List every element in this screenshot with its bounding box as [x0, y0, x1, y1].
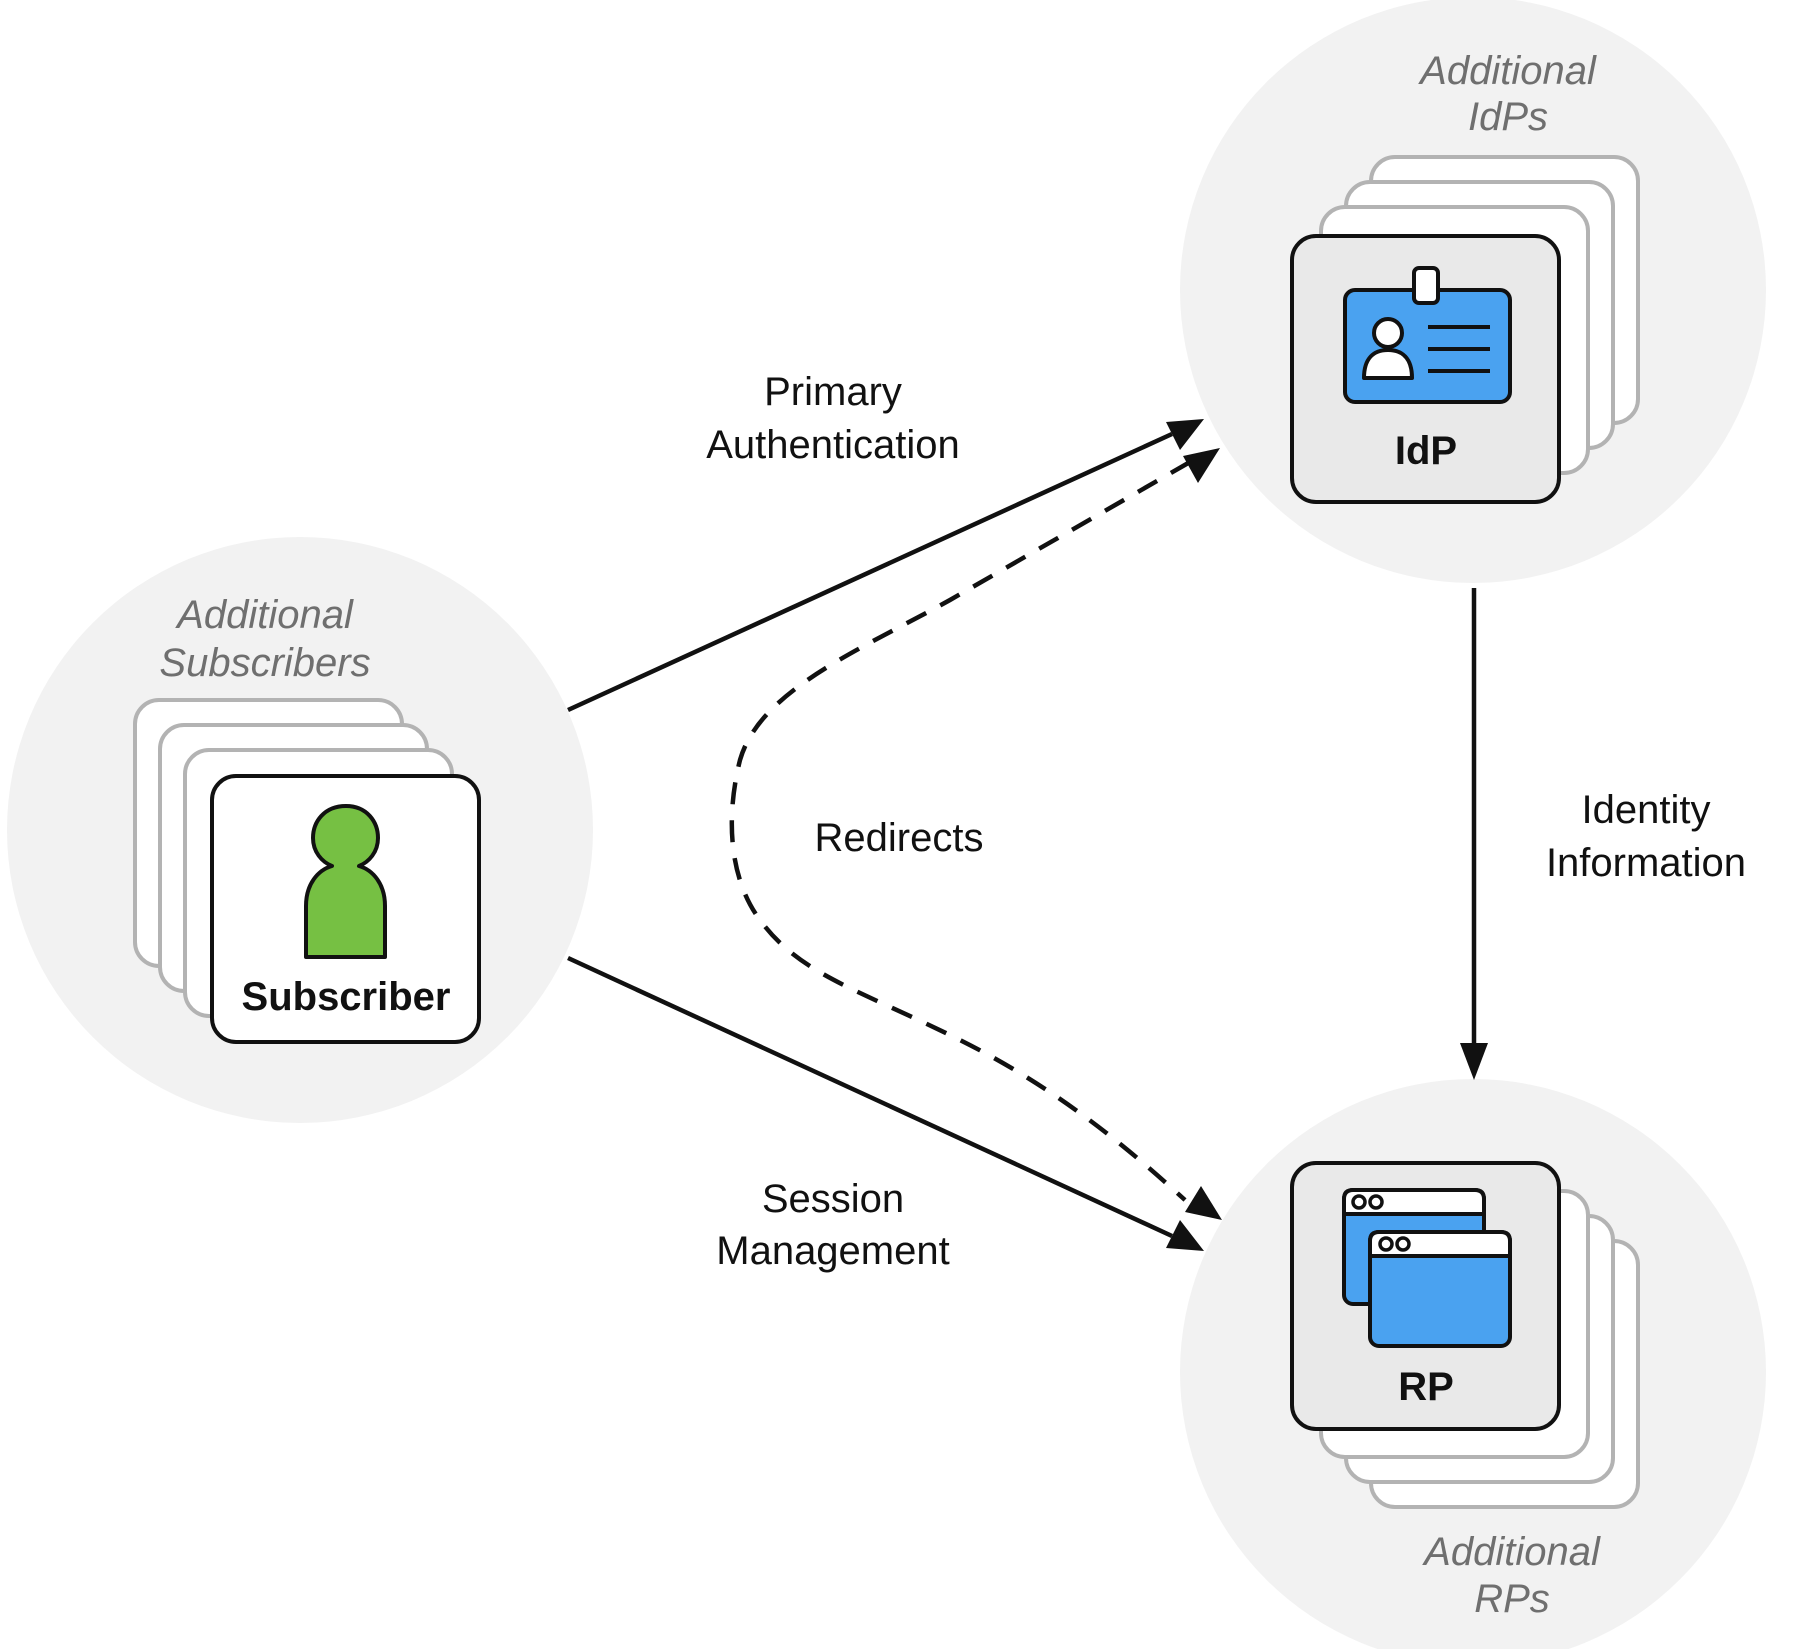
subscriber-group-label-line1: Additional	[175, 593, 354, 637]
subscriber-card[interactable]: Subscriber	[210, 774, 481, 1044]
idp-group-label-line1: Additional	[1418, 49, 1597, 93]
primary-authentication-arrow	[567, 419, 1204, 713]
session-management-label-line1: Session	[762, 1177, 904, 1221]
subscriber-group: Additional Subscribers Subscriber	[133, 593, 481, 1044]
redirects-label: Redirects	[815, 816, 984, 860]
subscriber-label: Subscriber	[242, 975, 451, 1019]
identity-information-label-line1: Identity	[1582, 788, 1711, 832]
session-management-arrow	[567, 955, 1204, 1251]
redirects-arrow	[729, 448, 1222, 1220]
idp-group-label-line2: IdPs	[1468, 95, 1548, 139]
primary-authentication-label-line2: Authentication	[706, 423, 960, 467]
rp-group-label-line1: Additional	[1422, 1530, 1601, 1574]
identity-information-label-line2: Information	[1546, 841, 1746, 885]
primary-authentication-label-line1: Primary	[764, 370, 902, 414]
rp-group: RP Additional RPs	[1290, 1161, 1640, 1621]
browser-windows-icon	[1342, 1188, 1512, 1348]
session-management-label-line2: Management	[716, 1229, 949, 1273]
idp-group: Additional IdPs IdP	[1290, 49, 1640, 504]
idp-card[interactable]: IdP	[1290, 234, 1561, 504]
id-badge-icon	[1343, 266, 1512, 404]
rp-card[interactable]: RP	[1290, 1161, 1561, 1431]
identity-information-arrow	[1460, 588, 1488, 1080]
rp-group-label-line2: RPs	[1474, 1577, 1550, 1621]
idp-label: IdP	[1395, 429, 1457, 473]
person-icon	[304, 804, 387, 959]
rp-label: RP	[1398, 1365, 1454, 1409]
subscriber-group-label-line2: Subscribers	[159, 641, 370, 685]
